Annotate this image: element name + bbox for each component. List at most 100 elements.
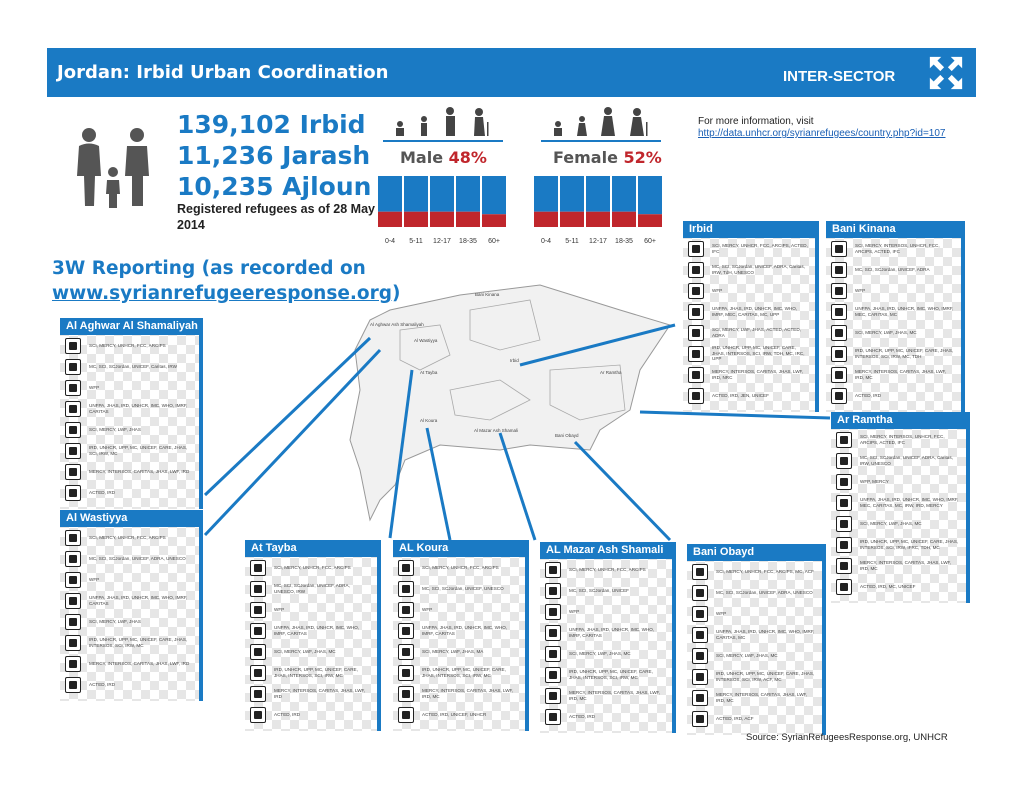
bar-lower <box>482 214 506 227</box>
wash-icon <box>65 676 81 693</box>
sector-partners: WFP <box>569 608 580 614</box>
sector-row: UNFPA, JHAS, IRD, UNHCR, IMC, WHO, IMRF,… <box>245 620 377 641</box>
sector-row: MC, SCI, SCJordan, UNICEF, ADRA, Caritas… <box>683 259 815 280</box>
sector-partners: MERCY, INTERSOS, CARITAS, JHAS, LWF, IRD… <box>712 368 804 380</box>
sector-partners: MC, SCI, SCJordan, UNICEF, ADRA <box>855 266 930 272</box>
sector-row: SCI, MERCY, UNHCR, FCC, ARCIPS, ACTED, I… <box>683 238 815 259</box>
sector-partners: MC, SCI, SCJordan, UNICEF, ADRA, UNESCO <box>89 555 186 561</box>
sector-partners: UNFPA, JHAS, IRD, UNHCR, IMC, WHO, IMRF,… <box>89 402 188 414</box>
education-icon <box>398 580 414 597</box>
nfi-icon <box>831 345 847 362</box>
sector-partners: WFP <box>274 606 285 612</box>
sector-row: MC, SCI, SCJordan, UNICEF, ADRA, UNESCO <box>687 582 822 603</box>
district-box-title: Ar Ramtha <box>831 412 966 429</box>
sector-partners: SCI, MERCY, LWF, JHAS, MC <box>860 520 922 526</box>
sector-row: SCI, MERCY, LWF, JHAS, MC <box>245 641 377 662</box>
map-label-ramtha: Ar Ramtha <box>600 370 622 375</box>
district-box-title: Al Wastiyya <box>60 510 199 527</box>
bar-lower <box>560 211 584 227</box>
sector-partners: ACTED, IRD, MC, UNICEF <box>860 583 916 589</box>
sector-row: SCI, MERCY, UNHCR, FCC, ARCIPS, MC, ACF <box>687 561 822 582</box>
sector-row: MC, SCI, SCJordan, UNICEF, ADRA <box>826 259 961 280</box>
bar-lower <box>378 211 402 227</box>
cash-icon <box>545 687 561 704</box>
sector-row: IRD, UNHCR, UPP, MC, UNICEF, CARE, JHAS,… <box>60 632 199 653</box>
sector-row: MERCY, INTERSOS, CARITAS, JHAS, LWF, IRD… <box>683 364 815 385</box>
sector-partners: MERCY, INTERSOS, CARITAS, JHAS, LWF, IRD <box>89 468 190 474</box>
sector-row: MERCY, INTERSOS, CARITAS, JHAS, LWF, IRD… <box>687 687 822 708</box>
map-label-bani-kinana: Bani Kinana <box>475 292 500 297</box>
sector-partners: IRD, UNHCR, UPP, MC, UNICEF, CARE, JHAS,… <box>274 666 358 678</box>
info-link[interactable]: http://data.unhcr.org/syrianrefugees/cou… <box>698 128 946 139</box>
protection-icon <box>692 647 708 664</box>
sector-row: ACTED, IRD, UNICEF, UNHCR <box>393 704 525 725</box>
sector-row: MERCY, INTERSOS, CARITAS, JHAS, LWF, IRD… <box>393 683 525 704</box>
bar-upper <box>378 176 402 212</box>
bar-upper <box>404 176 428 212</box>
district-box-title: Bani Kinana <box>826 221 961 238</box>
3w-link[interactable]: www.syrianrefugeeresponse.org <box>52 283 393 304</box>
sector-row: SCI, MERCY, INTERSOS, UNHCR, FCC, ARCIPS… <box>831 429 966 450</box>
cash-icon <box>65 463 81 480</box>
sector-row: ACTED, IRD <box>245 704 377 725</box>
sector-row: WFP <box>60 377 199 398</box>
sector-partners: UNFPA, JHAS, IRD, UNHCR, IMC, WHO, IMRF,… <box>716 628 815 640</box>
header-bar: Jordan: Irbid Urban Coordination INTER-S… <box>47 48 976 97</box>
protection-icon <box>250 643 266 660</box>
sector-partners: MC, SCI, SCJordan, UNICEF <box>569 587 629 593</box>
bar-upper <box>482 176 506 215</box>
3w-paren: ) <box>392 283 401 304</box>
sector-row: ACTED, IRD, JEN, UNICEF <box>683 385 815 406</box>
bar-tick-label: 0-4 <box>541 238 551 245</box>
sector-partners: SCI, MERCY, LWF, JHAS <box>89 618 141 624</box>
sector-partners: WFP <box>422 606 433 612</box>
sector-row: WFP <box>687 603 822 624</box>
bar-tick-label: 60+ <box>488 238 500 245</box>
bar-tick-label: 18-35 <box>459 238 477 245</box>
sector-row: ACTED, IRD <box>540 706 672 727</box>
sector-row: WFP <box>245 599 377 620</box>
sector-row: ACTED, IRD <box>826 385 961 406</box>
sector-partners: SCI, MERCY, INTERSOS, UNHCR, FCC, ARCIPS… <box>860 433 945 445</box>
sector-row: SCI, MERCY, LWF, JHAS <box>60 419 199 440</box>
sector-row: SCI, MERCY, UNHCR, FCC, ARCIPS <box>245 557 377 578</box>
sector-partners: UNFPA, JHAS, IRD, UNHCR, IMC, WHO, IMRF,… <box>860 496 959 508</box>
sector-row: SCI, MERCY, LWF, JHAS, MC <box>826 322 961 343</box>
sector-partners: MC, SCI, SCJordan, UNICEF, ADRA, Caritas… <box>712 263 805 275</box>
health-icon <box>692 626 708 643</box>
nfi-icon <box>836 536 852 553</box>
shelter-icon <box>688 240 704 257</box>
food-icon <box>250 601 266 618</box>
sector-partners: UNFPA, JHAS, IRD, UNHCR, IMC, WHO, IMRF,… <box>855 305 954 317</box>
education-icon <box>545 582 561 599</box>
education-icon <box>836 452 852 469</box>
health-icon <box>250 622 266 639</box>
bar-tick-label: 60+ <box>644 238 656 245</box>
education-icon <box>250 580 266 597</box>
education-icon <box>688 261 704 278</box>
wash-icon <box>831 387 847 404</box>
shelter-icon <box>65 337 81 354</box>
bar-lower <box>430 211 454 227</box>
female-divider <box>541 140 661 142</box>
sector-partners: IRD, UNHCR, UPP, MC, UNICEF, CARE, JHAS,… <box>855 347 954 359</box>
bar-tick-label: 12-17 <box>433 238 451 245</box>
info-text: For more information, visit <box>698 116 814 127</box>
sector-partners: SCI, MERCY, UNHCR, FCC, ARCIPS <box>569 566 646 572</box>
female-age-icons <box>554 107 648 136</box>
cash-icon <box>398 685 414 702</box>
sector-row: SCI, MERCY, UNHCR, FCC, ARCIPS <box>60 527 199 548</box>
sector-partners: SCI, MERCY, UNHCR, FCC, ARCIPS, ACTED, I… <box>712 242 808 254</box>
arrows-logo-icon <box>929 56 963 90</box>
sector-row: SCI, MERCY, UNHCR, FCC, ARCIPS <box>60 335 199 356</box>
sector-row: MC, SCI, SCJordan, UNICEF <box>540 580 672 601</box>
protection-icon <box>688 324 704 341</box>
sector-partners: ACTED, IRD <box>855 392 882 398</box>
bar-upper <box>560 176 584 212</box>
sector-row: MERCY, INTERSOS, CARITAS, JHAS, LWF, IRD… <box>540 685 672 706</box>
sector-partners: WFP <box>89 576 100 582</box>
sector-partners: MERCY, INTERSOS, CARITAS, JHAS, LWF, IRD… <box>860 559 952 571</box>
